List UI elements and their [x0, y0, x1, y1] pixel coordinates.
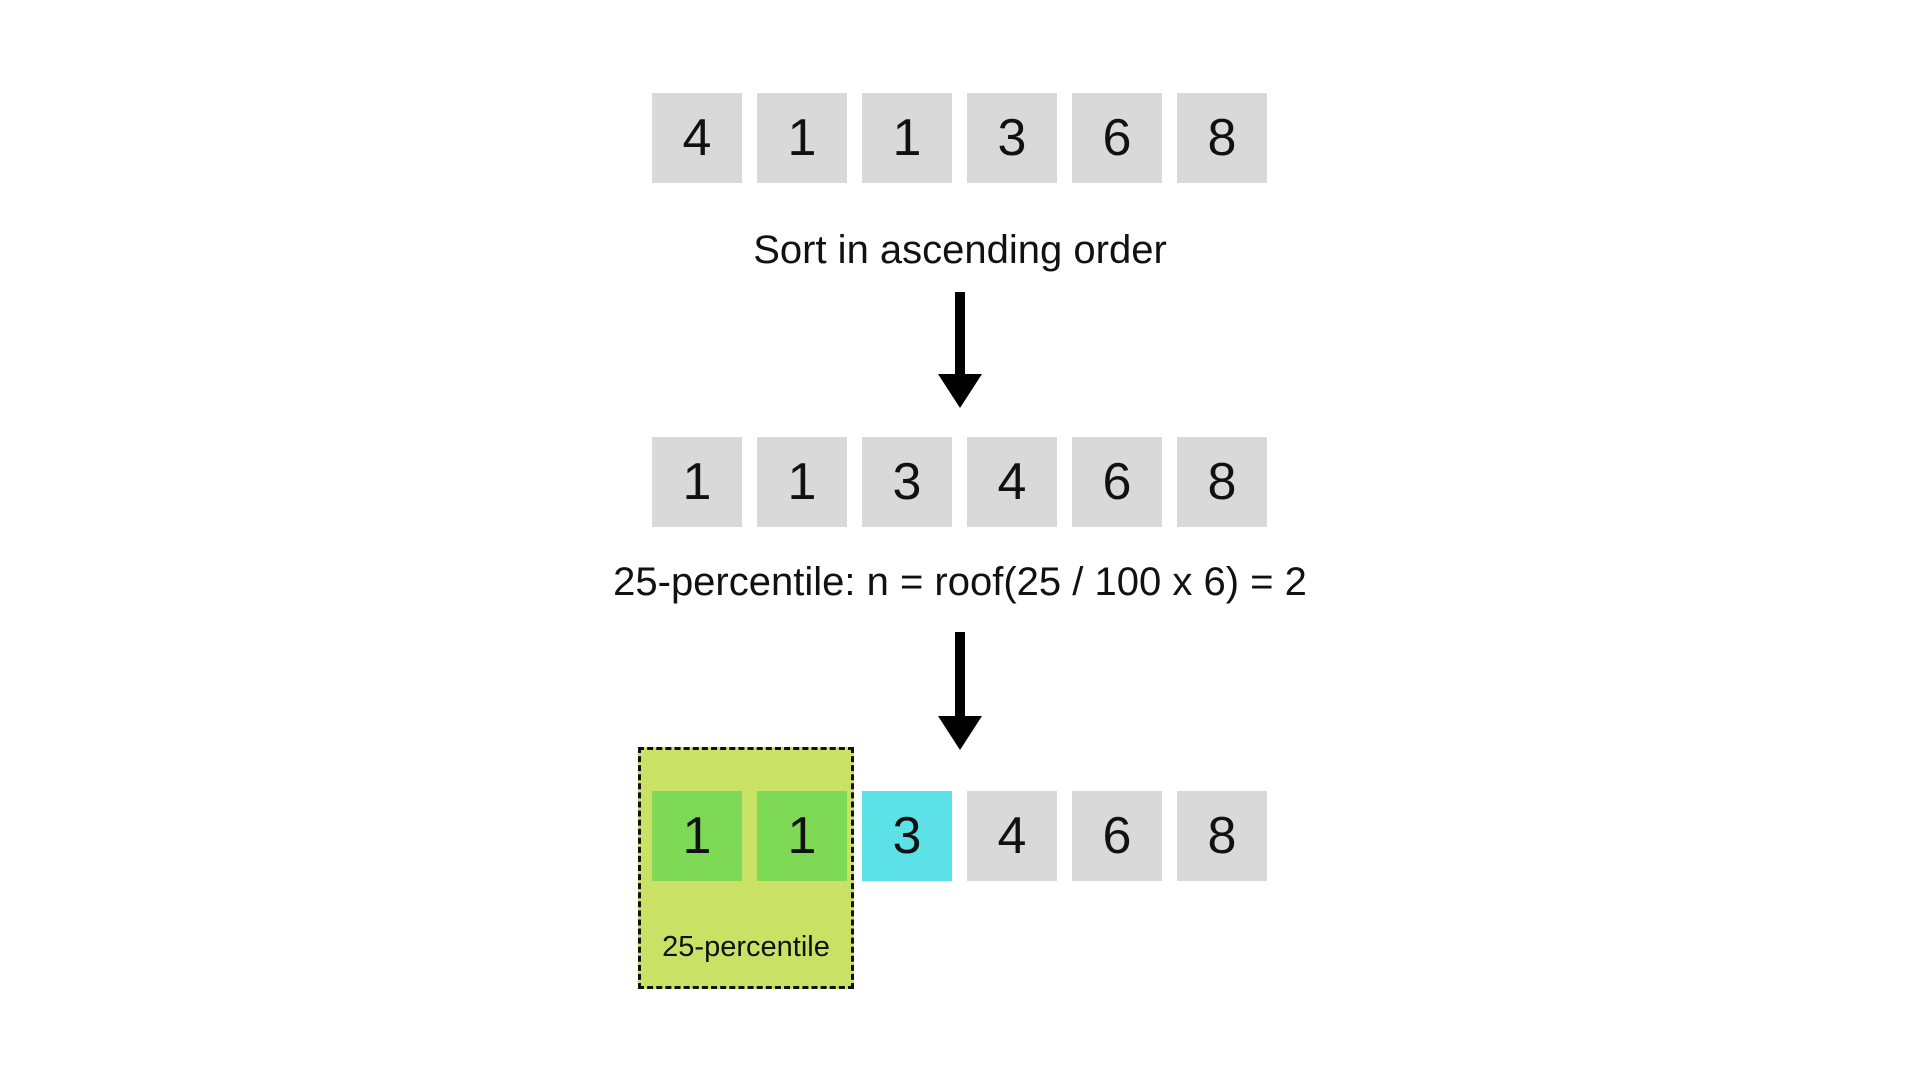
down-arrow-icon	[938, 292, 982, 408]
result-cell-6: 8	[1177, 791, 1267, 881]
input-array: 4 1 1 3 6 8	[652, 93, 1268, 183]
sorted-cell-5: 6	[1072, 437, 1162, 527]
sorted-cell-1: 1	[652, 437, 742, 527]
input-cell-1: 4	[652, 93, 742, 183]
result-cell-4: 4	[967, 791, 1057, 881]
sorted-array: 1 1 3 4 6 8	[652, 437, 1268, 527]
result-cell-3: 3	[862, 791, 952, 881]
input-cell-4: 3	[967, 93, 1057, 183]
input-cell-6: 8	[1177, 93, 1267, 183]
sorted-cell-6: 8	[1177, 437, 1267, 527]
sorted-cell-2: 1	[757, 437, 847, 527]
result-cell-2: 1	[757, 791, 847, 881]
input-cell-3: 1	[862, 93, 952, 183]
sorted-cell-3: 3	[862, 437, 952, 527]
percentile-formula: 25-percentile: n = roof(25 / 100 x 6) = …	[613, 560, 1307, 604]
sorted-cell-4: 4	[967, 437, 1057, 527]
input-cell-2: 1	[757, 93, 847, 183]
result-array: 1 1 3 4 6 8	[652, 791, 1268, 881]
percentile-label: 25-percentile	[662, 931, 830, 963]
result-cell-1: 1	[652, 791, 742, 881]
input-cell-5: 6	[1072, 93, 1162, 183]
sort-caption: Sort in ascending order	[753, 228, 1167, 272]
result-cell-5: 6	[1072, 791, 1162, 881]
down-arrow-icon	[938, 632, 982, 750]
